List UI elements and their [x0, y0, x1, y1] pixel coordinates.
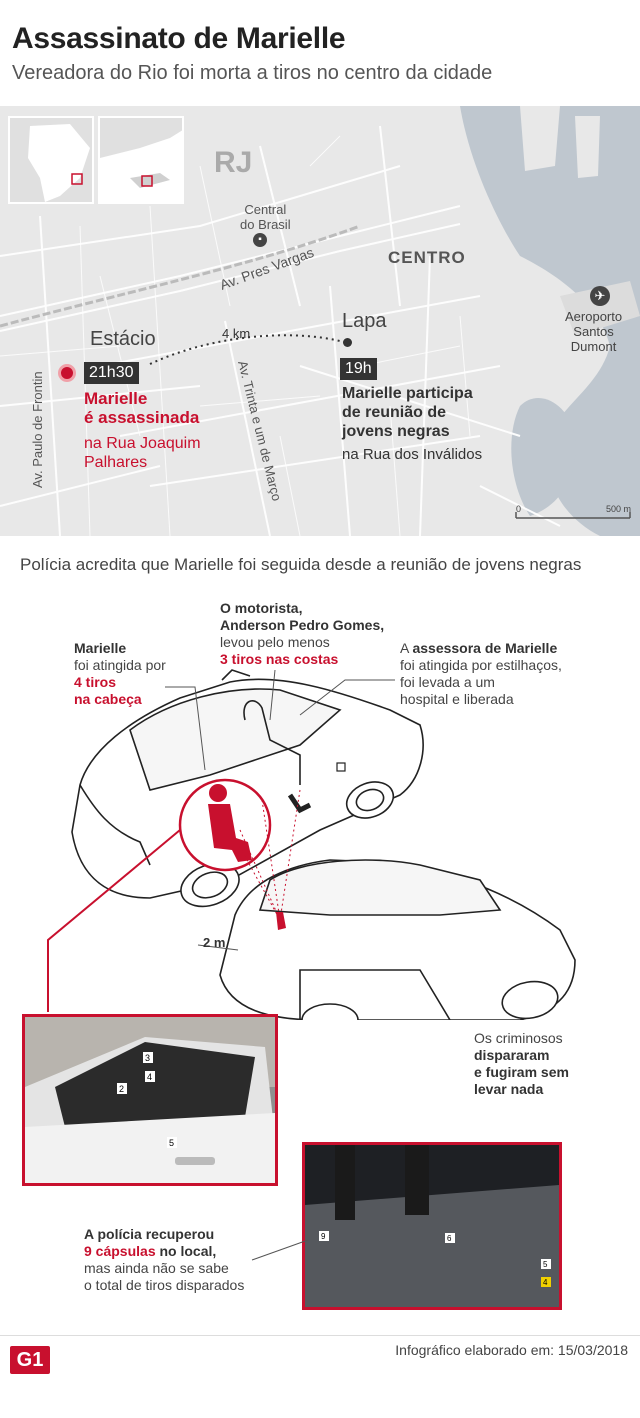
car-photo: 3 4 2 5 — [22, 1014, 278, 1186]
meeting-place: na Rua dos Inválidos — [342, 446, 483, 463]
photo-marker: 2 — [119, 1084, 124, 1094]
photo-marker: 4 — [147, 1072, 152, 1082]
page-subtitle: Vereadora do Rio foi morta a tiros no ce… — [12, 62, 493, 84]
inset-map-rj — [98, 116, 184, 204]
note-criminosos: Os criminosos dispararam e fugiram sem l… — [474, 1030, 569, 1097]
car-distance-label: 2 m — [203, 935, 225, 950]
location-map: Av. Pres Vargas Av. Paulo de Frontin Av.… — [0, 106, 640, 536]
scale-zero: 0 — [516, 504, 522, 514]
note-capsulas: A polícia recuperou 9 cápsulas no local,… — [84, 1226, 245, 1293]
note-assessora: A assessora de Marielle foi atingida por… — [400, 640, 562, 707]
av-paulo-frontin-label: Av. Paulo de Frontin — [30, 371, 45, 488]
estacio-label: Estácio — [90, 328, 156, 350]
note-marielle: Marielle foi atingida por 4 tiros na cab… — [74, 640, 166, 707]
capsulas-leader — [251, 1239, 309, 1261]
scale-max: 500 m — [606, 504, 632, 514]
footer-divider — [0, 1335, 640, 1336]
photo-marker: 9 — [321, 1232, 326, 1241]
av-pres-vargas-label: Av. Pres Vargas — [218, 244, 316, 293]
infographic-date: Infográfico elaborado em: 15/03/2018 — [395, 1342, 628, 1358]
photo-marker: 6 — [447, 1234, 452, 1243]
inset-map-brazil — [8, 116, 94, 204]
note-driver: O motorista, Anderson Pedro Gomes, levou… — [220, 600, 385, 667]
state-label: RJ — [214, 146, 253, 179]
murder-time: 21h30 — [84, 362, 139, 384]
photo-marker: 5 — [543, 1260, 548, 1269]
street-photo: 9 6 5 4 — [302, 1142, 562, 1310]
meeting-marker-icon — [343, 338, 352, 347]
district-label: CENTRO — [388, 248, 466, 267]
photo-marker: 5 — [169, 1138, 174, 1148]
train-icon: ▪ — [253, 233, 267, 247]
g1-logo: G1 — [10, 1346, 50, 1374]
lapa-label: Lapa — [342, 310, 387, 332]
statement-text: Polícia acredita que Marielle foi seguid… — [20, 555, 582, 574]
photo-marker: 4 — [543, 1278, 548, 1287]
cars-illustration: 2 m — [47, 669, 576, 1020]
murder-marker-icon — [58, 364, 76, 382]
meeting-time: 19h — [340, 358, 377, 380]
page-title: Assassinato de Marielle — [12, 22, 346, 55]
distance-label: 4 km — [222, 326, 251, 341]
av-trinta-label: Av. Trinta e um de Março — [235, 359, 284, 502]
map-streets: Av. Pres Vargas Av. Paulo de Frontin Av.… — [0, 106, 640, 536]
airport-icon: ✈ — [590, 286, 610, 306]
photo-marker: 3 — [145, 1053, 150, 1063]
